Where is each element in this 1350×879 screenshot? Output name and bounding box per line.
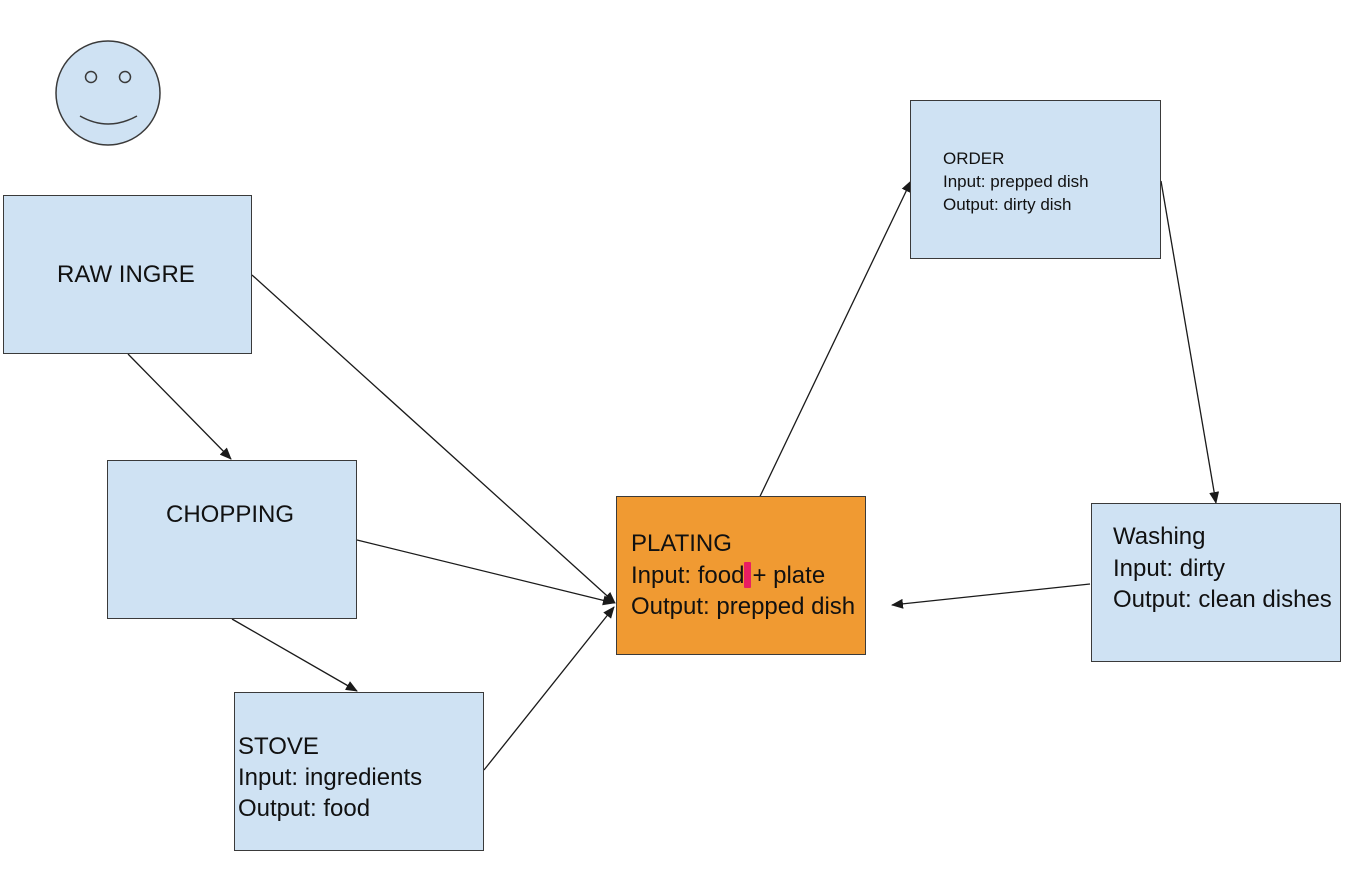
edge-raw-chopping[interactable] <box>127 353 232 460</box>
node-washing-content: Washing Input: dirty Output: clean dishe… <box>1113 521 1339 616</box>
edge-order-washing[interactable] <box>1160 180 1220 504</box>
node-order-content: ORDER Input: prepped dish Output: dirty … <box>943 147 1089 216</box>
node-plating-title: PLATING <box>631 530 732 557</box>
node-chopping[interactable]: CHOPPING <box>107 460 357 619</box>
node-plating-content: PLATING Input: food+ plate Output: prepp… <box>631 528 861 623</box>
node-raw-title: RAW INGRE <box>57 261 195 288</box>
edge-stove-plating[interactable] <box>483 606 615 771</box>
edge-washing-plating[interactable] <box>891 583 1091 609</box>
node-plating[interactable]: PLATING Input: food+ plate Output: prepp… <box>616 496 866 655</box>
text-cursor-icon <box>744 561 752 588</box>
node-plating-input-part2: + plate <box>752 561 826 589</box>
node-chopping-title: CHOPPING <box>166 501 295 528</box>
node-order-title: ORDER <box>943 149 1005 168</box>
node-raw-ingredients[interactable]: RAW INGRE <box>3 195 252 354</box>
node-stove-title: STOVE <box>238 733 319 760</box>
node-plating-output: Output: prepped dish <box>631 593 856 620</box>
node-stove-output: Output: food <box>238 795 371 822</box>
node-stove[interactable]: STOVE Input: ingredients Output: food <box>234 692 484 851</box>
node-washing-input: Input: dirty <box>1113 554 1226 582</box>
node-washing-title: Washing <box>1113 523 1206 550</box>
node-order-output: Output: dirty dish <box>943 195 1072 214</box>
node-order[interactable]: ORDER Input: prepped dish Output: dirty … <box>910 100 1161 259</box>
smiley-face-icon <box>55 40 161 146</box>
node-stove-input: Input: ingredients <box>238 764 423 791</box>
edge-group <box>127 180 1220 771</box>
node-washing-output: Output: clean dishes <box>1113 586 1332 613</box>
node-order-input: Input: prepped dish <box>943 172 1089 191</box>
node-stove-content: STOVE Input: ingredients Output: food <box>238 731 422 824</box>
node-washing[interactable]: Washing Input: dirty Output: clean dishe… <box>1091 503 1341 662</box>
edge-raw-plating[interactable] <box>251 274 616 604</box>
edge-plating-order[interactable] <box>752 180 912 512</box>
node-plating-input-part1: Input: food <box>631 561 745 589</box>
node-plating-input: Input: food+ plate <box>631 560 861 592</box>
edge-chopping-stove[interactable] <box>231 618 358 692</box>
edge-chopping-plating[interactable] <box>356 539 615 606</box>
